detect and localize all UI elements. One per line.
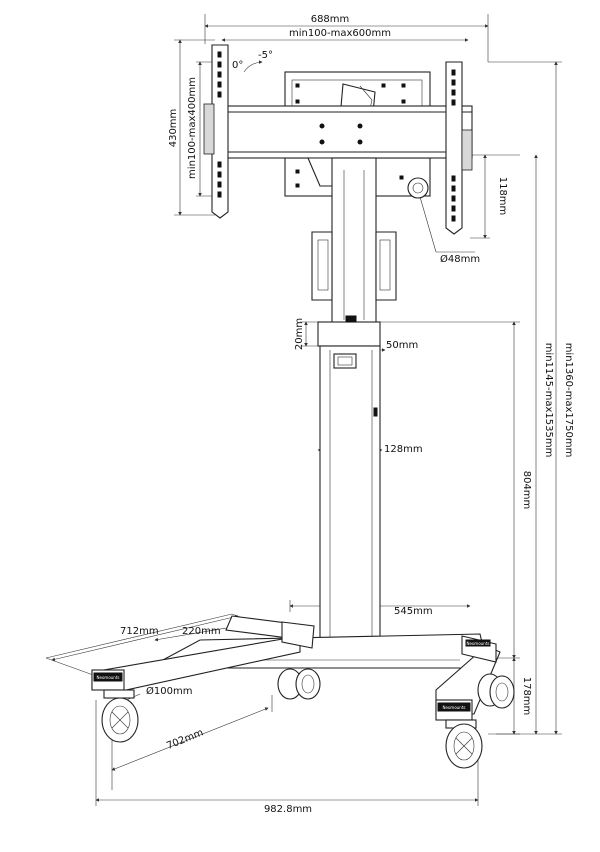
label-804: 804mm	[521, 471, 532, 510]
dimension-labels: 688mm min100-max600mm 0° -5° 430mm min10…	[120, 14, 574, 815]
caster-rear-left	[277, 668, 321, 700]
caster-rear-right	[477, 673, 515, 709]
label-base-width: 982.8mm	[264, 804, 312, 815]
casters	[101, 668, 515, 769]
label-220: 220mm	[182, 626, 221, 637]
base: Neomounts Neomounts Neomounts	[91, 615, 501, 721]
label-angle-zero: 0°	[232, 60, 243, 71]
label-20: 20mm	[294, 318, 305, 350]
label-vesa-height: min100-max400mm	[187, 77, 198, 179]
brand-label-rear: Neomounts	[467, 641, 490, 646]
label-angle-tilt: -5°	[258, 50, 273, 61]
label-128: 128mm	[384, 444, 423, 455]
tv-bracket	[203, 44, 473, 235]
label-50: 50mm	[386, 340, 418, 351]
left-arm-slots	[217, 51, 222, 198]
caster-front-left	[101, 689, 139, 743]
label-688: 688mm	[311, 14, 350, 25]
label-430: 430mm	[168, 109, 179, 148]
caster-front-right	[445, 719, 483, 769]
right-arm-slots	[451, 69, 456, 222]
label-pole-diameter: Ø48mm	[440, 253, 480, 265]
label-702: 702mm	[165, 727, 205, 752]
label-center-height: min1145-max1535mm	[543, 343, 554, 458]
label-total-height: min1360-max1750mm	[563, 343, 574, 458]
brand-label-left: Neomounts	[97, 675, 120, 680]
label-712: 712mm	[120, 626, 159, 637]
label-caster-diameter: Ø100mm	[146, 685, 192, 697]
label-178: 178mm	[521, 677, 532, 716]
label-118: 118mm	[497, 177, 508, 216]
column	[311, 157, 397, 649]
label-vesa-width: min100-max600mm	[289, 28, 391, 39]
mounting-holes	[295, 83, 406, 188]
label-545: 545mm	[394, 606, 433, 617]
brand-label-right: Neomounts	[443, 705, 466, 710]
